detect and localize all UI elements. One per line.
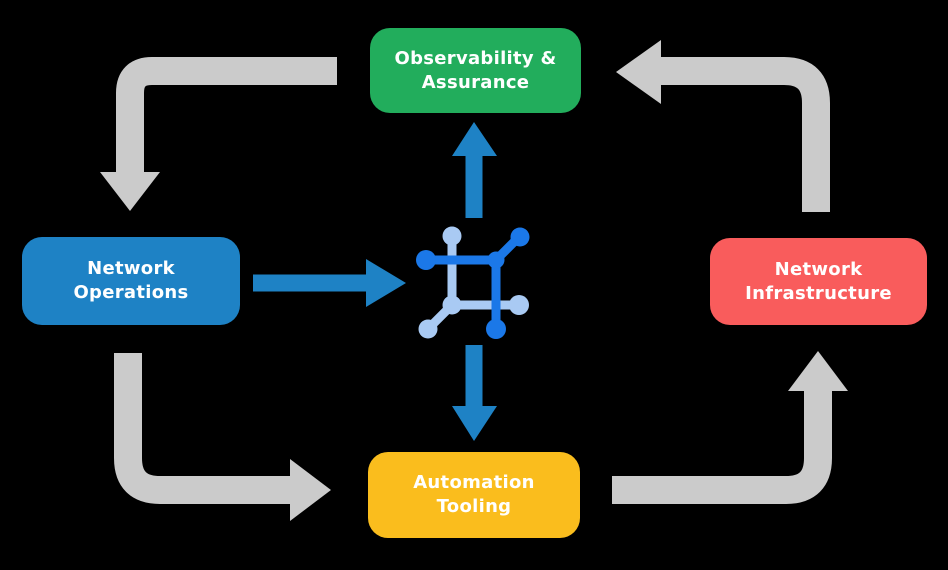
arrowhead-up bbox=[452, 122, 497, 156]
arrow-automation-to-infrastructure bbox=[612, 351, 848, 504]
arrow-infrastructure-to-observability bbox=[616, 40, 830, 212]
node-label: Network Operations bbox=[73, 258, 189, 303]
node-label: Network Infrastructure bbox=[745, 258, 892, 304]
arrowhead-down bbox=[452, 406, 497, 441]
icon-light-blue-parts bbox=[418, 226, 529, 339]
arrowhead-up bbox=[788, 351, 848, 391]
arrowhead-left bbox=[616, 40, 661, 104]
arrow-center-to-automation bbox=[452, 345, 497, 441]
arrowhead-right bbox=[290, 459, 331, 521]
node-network-infrastructure: Network Infrastructure bbox=[710, 238, 927, 325]
arrow-observability-to-operations bbox=[100, 57, 337, 211]
icon-bright-blue-parts bbox=[416, 227, 530, 339]
node-observability-assurance: Observability & Assurance bbox=[370, 28, 581, 113]
arrowhead-right bbox=[366, 259, 406, 307]
node-label: Observability & Assurance bbox=[394, 47, 557, 93]
arrowhead-down bbox=[100, 172, 160, 211]
arrow-operations-to-automation bbox=[114, 353, 331, 521]
node-label: Automation Tooling bbox=[413, 472, 535, 517]
arrow-operations-to-center bbox=[253, 259, 406, 307]
network-automation-icon bbox=[416, 226, 530, 339]
arrow-center-to-observability bbox=[452, 122, 497, 218]
node-network-operations: Network Operations bbox=[22, 237, 240, 325]
node-automation-tooling: Automation Tooling bbox=[368, 452, 580, 538]
